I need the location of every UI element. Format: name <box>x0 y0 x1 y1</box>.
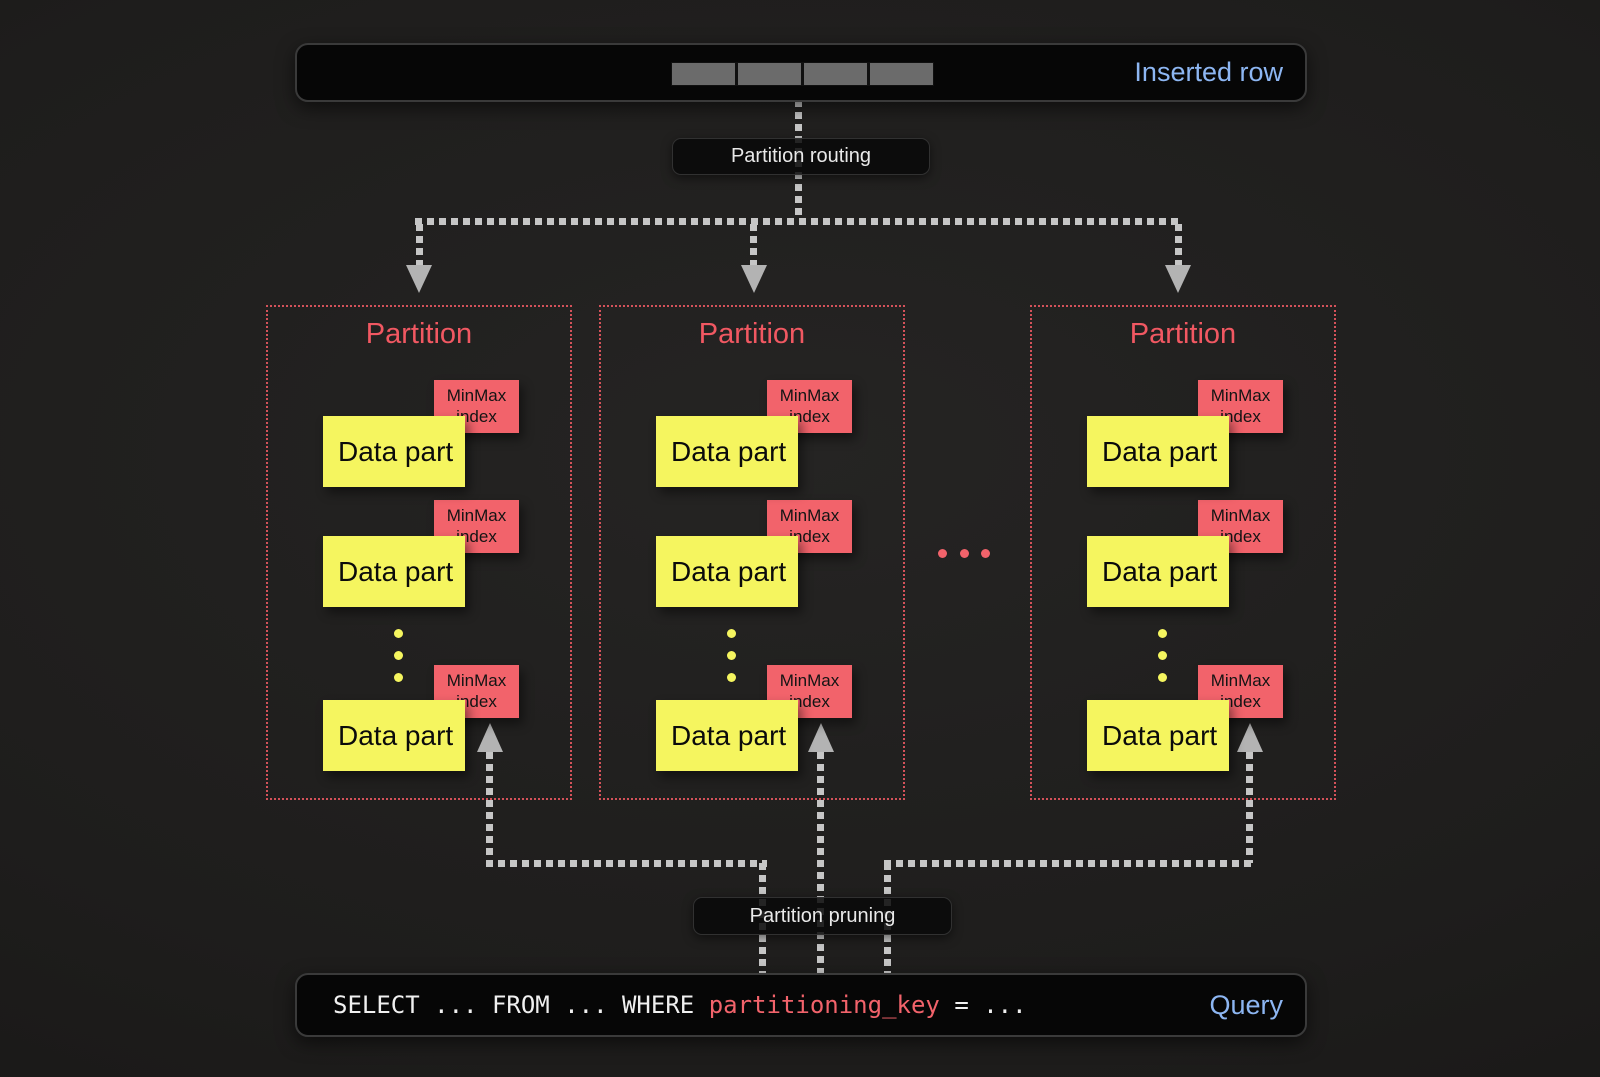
sql-partitioning-key: partitioning_key <box>708 991 940 1019</box>
partition-title: Partition <box>365 318 473 350</box>
arrow-down-icon <box>406 265 432 293</box>
ellipsis-dot <box>938 549 947 558</box>
data-part-box: Data part <box>656 700 798 771</box>
ellipsis-dot <box>394 651 403 660</box>
sql-prefix: SELECT ... FROM ... WHERE <box>333 991 709 1019</box>
row-segment-cell <box>804 63 867 85</box>
partition-title: Partition <box>1129 318 1237 350</box>
arrow-up-icon <box>808 723 834 752</box>
partition-pruning-label: Partition pruning <box>693 897 952 935</box>
partition-box-2: Partition MinMax index Data part MinMax … <box>599 305 905 800</box>
row-segment-cell <box>870 63 933 85</box>
pruning-line-right-tail <box>1246 752 1253 863</box>
sql-suffix: = ... <box>939 991 1027 1019</box>
inserted-row-label: Inserted row <box>1134 57 1283 87</box>
pruning-branch-right <box>884 860 1254 867</box>
data-part-box: Data part <box>323 700 465 771</box>
query-label: Query <box>1209 989 1283 1020</box>
arrow-up-icon <box>477 723 503 752</box>
routing-drop-line-3 <box>1175 224 1182 266</box>
data-part-box: Data part <box>323 416 465 487</box>
pruning-branch-left <box>486 860 767 867</box>
ellipsis-dot <box>727 673 736 682</box>
routing-drop-line-1 <box>416 224 423 266</box>
pruning-line-middle <box>817 752 824 973</box>
ellipsis-dot <box>1158 651 1167 660</box>
minmax-index-tag: MinMax index <box>434 665 519 718</box>
row-segments <box>671 62 934 86</box>
arrow-down-icon <box>1165 265 1191 293</box>
data-part-box: Data part <box>1087 700 1229 771</box>
query-box: SELECT ... FROM ... WHERE partitioning_k… <box>295 973 1307 1037</box>
data-part-box: Data part <box>1087 416 1229 487</box>
arrow-up-icon <box>1237 723 1263 752</box>
ellipsis-dot <box>1158 673 1167 682</box>
data-part-box: Data part <box>323 536 465 607</box>
data-part-box: Data part <box>656 416 798 487</box>
partition-box-3: Partition MinMax index Data part MinMax … <box>1030 305 1336 800</box>
partition-box-1: Partition MinMax index Data part MinMax … <box>266 305 572 800</box>
data-part-box: Data part <box>1087 536 1229 607</box>
ellipsis-dot <box>960 549 969 558</box>
row-segment-cell <box>738 63 801 85</box>
partition-routing-label: Partition routing <box>672 138 930 175</box>
minmax-index-tag: MinMax index <box>1198 380 1283 433</box>
routing-drop-line-2 <box>750 224 757 266</box>
data-part-box: Data part <box>656 536 798 607</box>
pruning-line-left-tail <box>486 752 493 863</box>
ellipsis-dot <box>394 673 403 682</box>
row-segment-cell <box>672 63 735 85</box>
minmax-index-tag: MinMax index <box>767 380 852 433</box>
partition-title: Partition <box>698 318 806 350</box>
arrow-down-icon <box>741 265 767 293</box>
ellipsis-dot <box>727 629 736 638</box>
ellipsis-dot <box>727 651 736 660</box>
ellipsis-dot <box>981 549 990 558</box>
ellipsis-dot <box>1158 629 1167 638</box>
inserted-row-box: Inserted row <box>295 43 1307 102</box>
sql-text: SELECT ... FROM ... WHERE partitioning_k… <box>297 991 1027 1019</box>
routing-branch-line <box>415 218 1181 225</box>
ellipsis-dot <box>394 629 403 638</box>
